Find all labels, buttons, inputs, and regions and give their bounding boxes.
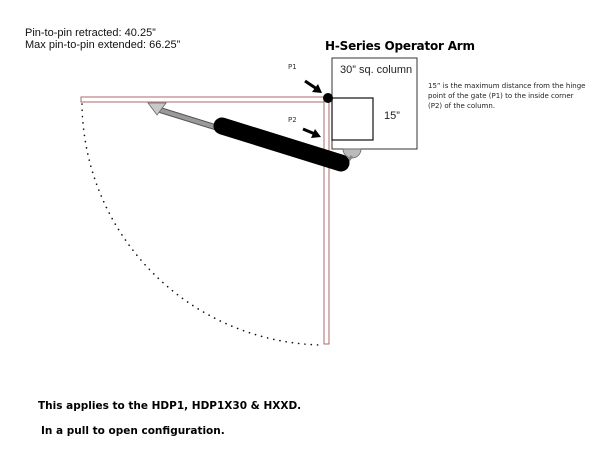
gate-swing-arc bbox=[81, 103, 323, 346]
dimension-note: 15” is the maximum distance from the hin… bbox=[428, 82, 586, 110]
operator-body bbox=[213, 117, 350, 172]
gate-closed-leaf bbox=[323, 99, 330, 345]
column-mount-icon bbox=[342, 148, 362, 159]
point-p1-label: P1 bbox=[288, 63, 297, 71]
gate-open-leaf bbox=[80, 96, 329, 103]
footer-configuration: In a pull to open configuration. bbox=[41, 425, 225, 437]
piston-rod bbox=[159, 108, 219, 130]
inner-dimension-label: 15” bbox=[384, 110, 400, 122]
gate-mount-icon bbox=[147, 102, 167, 116]
arrow-p2-icon bbox=[302, 127, 321, 138]
diagram-title: H-Series Operator Arm bbox=[325, 39, 475, 53]
footer-applies-to: This applies to the HDP1, HDP1X30 & HXXD… bbox=[38, 400, 302, 412]
spec-retracted: Pin-to-pin retracted: 40.25” bbox=[25, 27, 156, 39]
spec-extended: Max pin-to-pin extended: 66.25” bbox=[25, 39, 181, 51]
hinge-point-p1 bbox=[323, 93, 333, 103]
point-p2-label: P2 bbox=[288, 116, 297, 124]
column-label: 30” sq. column bbox=[340, 64, 413, 76]
column-recess bbox=[331, 97, 374, 141]
arrow-p1-icon bbox=[304, 79, 322, 93]
